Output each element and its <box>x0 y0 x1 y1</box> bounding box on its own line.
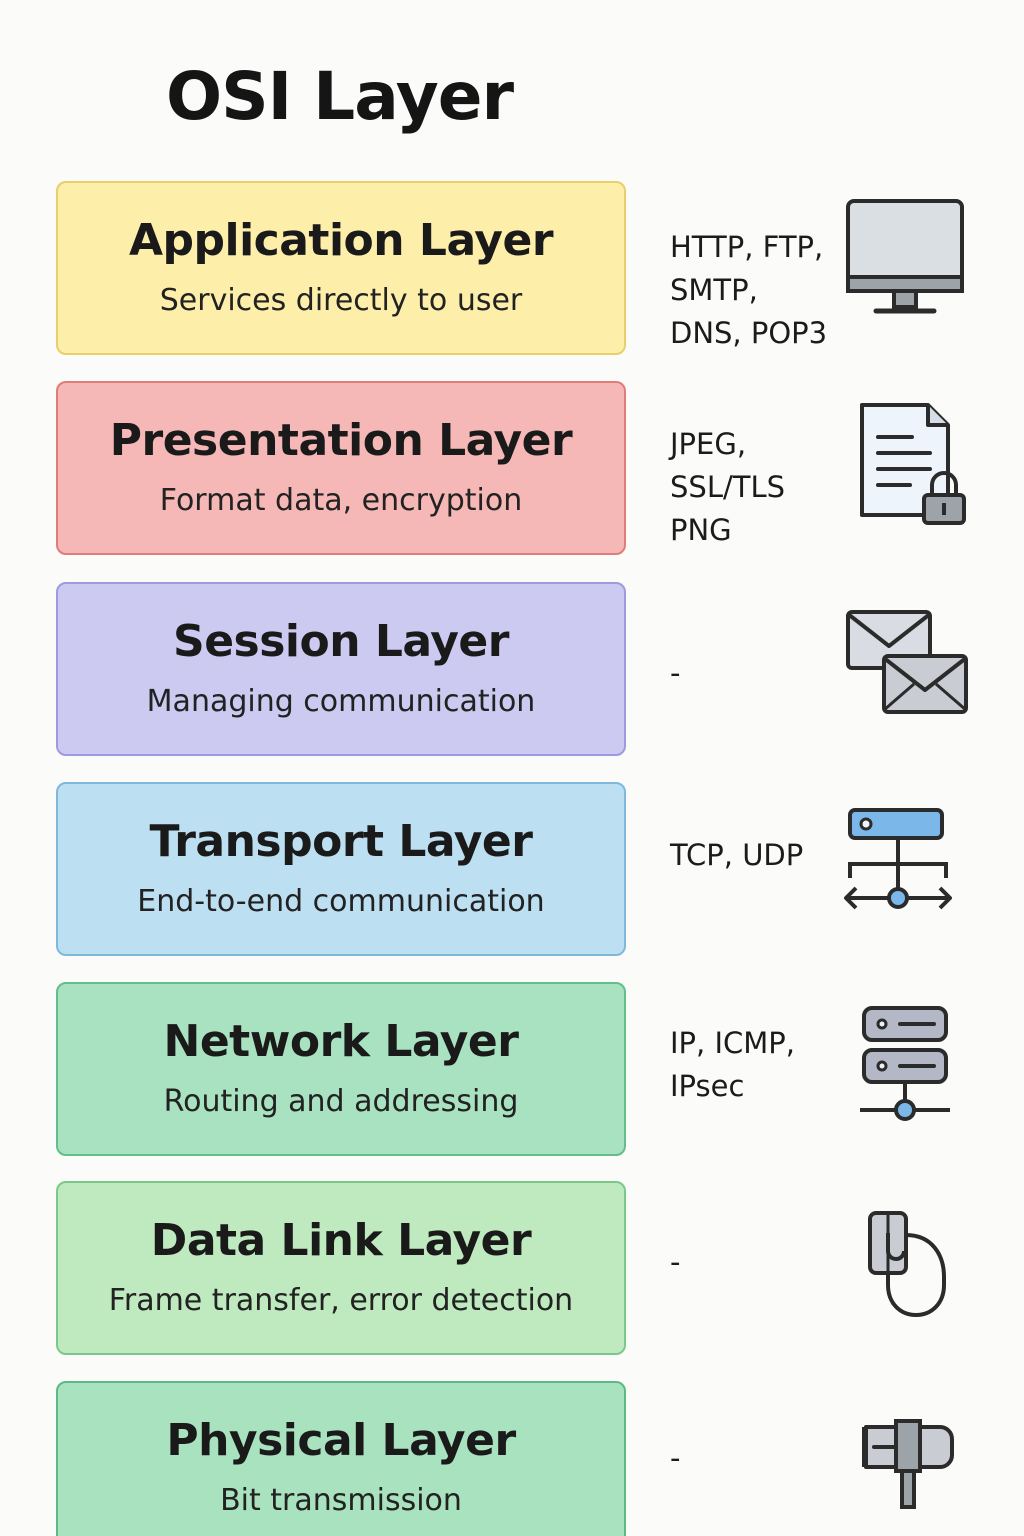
protocol-line: - <box>670 1441 681 1475</box>
layer-box: Transport Layer End-to-end communication <box>56 782 626 956</box>
layer-box: Application Layer Services directly to u… <box>56 181 626 355</box>
page-title: OSI Layer <box>166 58 514 135</box>
protocol-line: SSL/TLS <box>670 470 786 504</box>
protocol-line: HTTP, FTP, <box>670 230 824 264</box>
layer-name: Physical Layer <box>166 1415 516 1466</box>
layer-row-data-link: Data Link Layer Frame transfer, error de… <box>0 1181 1024 1355</box>
protocol-list: JPEG, SSL/TLS PNG <box>670 423 845 552</box>
protocol-line: TCP, UDP <box>670 838 804 872</box>
protocol-line: JPEG, <box>670 427 747 461</box>
protocol-list: IP, ICMP, IPsec <box>670 1022 845 1108</box>
layer-name: Transport Layer <box>149 816 533 867</box>
layer-name: Session Layer <box>173 616 509 667</box>
protocol-line: - <box>670 656 681 690</box>
layer-box: Physical Layer Bit transmission <box>56 1381 626 1536</box>
layer-description: End-to-end communication <box>137 884 545 919</box>
monitor-icon <box>840 195 970 325</box>
mouse-icon <box>840 1205 970 1335</box>
protocol-line: SMTP, <box>670 273 758 307</box>
envelopes-icon <box>840 600 970 730</box>
protocol-line: IP, ICMP, <box>670 1026 796 1060</box>
layer-description: Bit transmission <box>220 1483 462 1518</box>
layer-row-transport: Transport Layer End-to-end communication… <box>0 782 1024 956</box>
layer-description: Frame transfer, error detection <box>108 1283 574 1318</box>
layer-description: Managing communication <box>146 684 536 719</box>
protocol-list: HTTP, FTP, SMTP, DNS, POP3 <box>670 226 845 355</box>
layer-description: Services directly to user <box>159 283 523 318</box>
transport-hub-icon <box>840 802 970 932</box>
layer-box: Network Layer Routing and addressing <box>56 982 626 1156</box>
layer-row-physical: Physical Layer Bit transmission - <box>0 1381 1024 1536</box>
layer-name: Application Layer <box>128 215 554 266</box>
protocol-list: - <box>670 1241 845 1284</box>
layer-row-application: Application Layer Services directly to u… <box>0 181 1024 355</box>
layer-description: Routing and addressing <box>163 1084 519 1119</box>
document-lock-icon <box>840 397 970 527</box>
server-rack-icon <box>840 1000 970 1130</box>
layer-name: Presentation Layer <box>109 415 573 466</box>
protocol-list: - <box>670 1437 845 1480</box>
protocol-line: - <box>670 1245 681 1279</box>
protocol-line: DNS, POP3 <box>670 316 828 350</box>
protocol-list: - <box>670 652 845 695</box>
layer-row-presentation: Presentation Layer Format data, encrypti… <box>0 381 1024 555</box>
layer-description: Format data, encryption <box>159 483 523 518</box>
protocol-list: TCP, UDP <box>670 834 845 877</box>
layer-name: Network Layer <box>163 1016 519 1067</box>
protocol-line: PNG <box>670 513 732 547</box>
cable-plug-icon <box>840 1411 970 1536</box>
layer-row-session: Session Layer Managing communication - <box>0 582 1024 756</box>
layer-box: Session Layer Managing communication <box>56 582 626 756</box>
protocol-line: IPsec <box>670 1069 745 1103</box>
layer-row-network: Network Layer Routing and addressing IP,… <box>0 982 1024 1156</box>
layer-box: Presentation Layer Format data, encrypti… <box>56 381 626 555</box>
layer-box: Data Link Layer Frame transfer, error de… <box>56 1181 626 1355</box>
layer-name: Data Link Layer <box>150 1215 532 1266</box>
